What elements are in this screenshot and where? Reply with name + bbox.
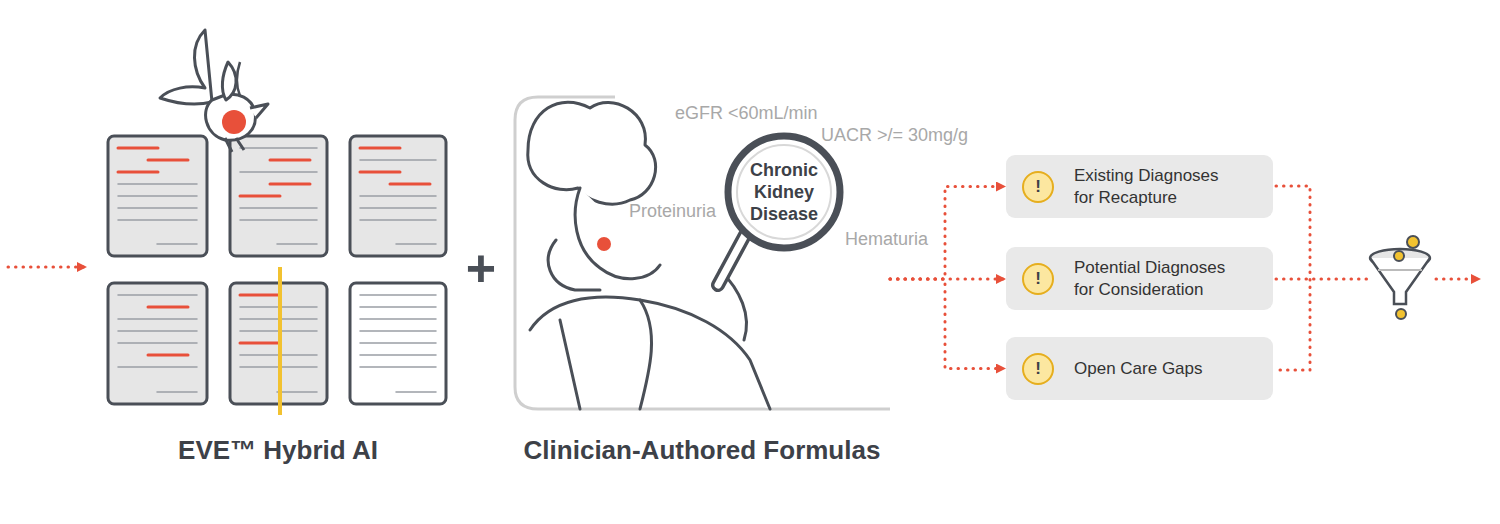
section-label: Clinician-Authored Formulas	[524, 435, 881, 466]
result-box: ! Existing Diagnoses for Recapture	[1006, 155, 1273, 218]
alert-icon: !	[1022, 353, 1054, 385]
formula-criterion: eGFR <60mL/min	[675, 103, 818, 124]
result-box: ! Open Care Gaps	[1006, 337, 1273, 400]
magnified-diagnosis: Chronic Kidney Disease	[738, 159, 830, 225]
result-box: ! Potential Diagnoses for Consideration	[1006, 247, 1273, 310]
document-lines	[118, 148, 436, 392]
section-label: EVE™ Hybrid AI	[178, 435, 378, 466]
input-arrow	[8, 266, 84, 269]
funnel	[1370, 249, 1430, 304]
alert-icon: !	[1022, 171, 1054, 203]
formula-panel: eGFR <60mL/minUACR >/= 30mg/gProteinuria…	[515, 97, 890, 410]
magnifier	[718, 136, 840, 285]
box-title: Potential Diagnoses for Consideration	[1074, 257, 1239, 301]
plus-sign: +	[466, 238, 496, 298]
flow-connector	[890, 279, 1003, 369]
scan-line	[278, 267, 282, 415]
document-grid	[108, 136, 446, 404]
formula-criterion: UACR >/= 30mg/g	[821, 125, 968, 146]
bird	[160, 30, 268, 152]
alert-icon: !	[1022, 263, 1054, 295]
box-title: Existing Diagnoses for Recapture	[1074, 165, 1239, 209]
formula-criterion: Hematuria	[845, 229, 928, 250]
clinician	[528, 102, 770, 409]
box-title: Open Care Gaps	[1074, 358, 1239, 380]
formula-criterion: Proteinuria	[629, 201, 716, 222]
merge-lines	[1276, 186, 1478, 370]
